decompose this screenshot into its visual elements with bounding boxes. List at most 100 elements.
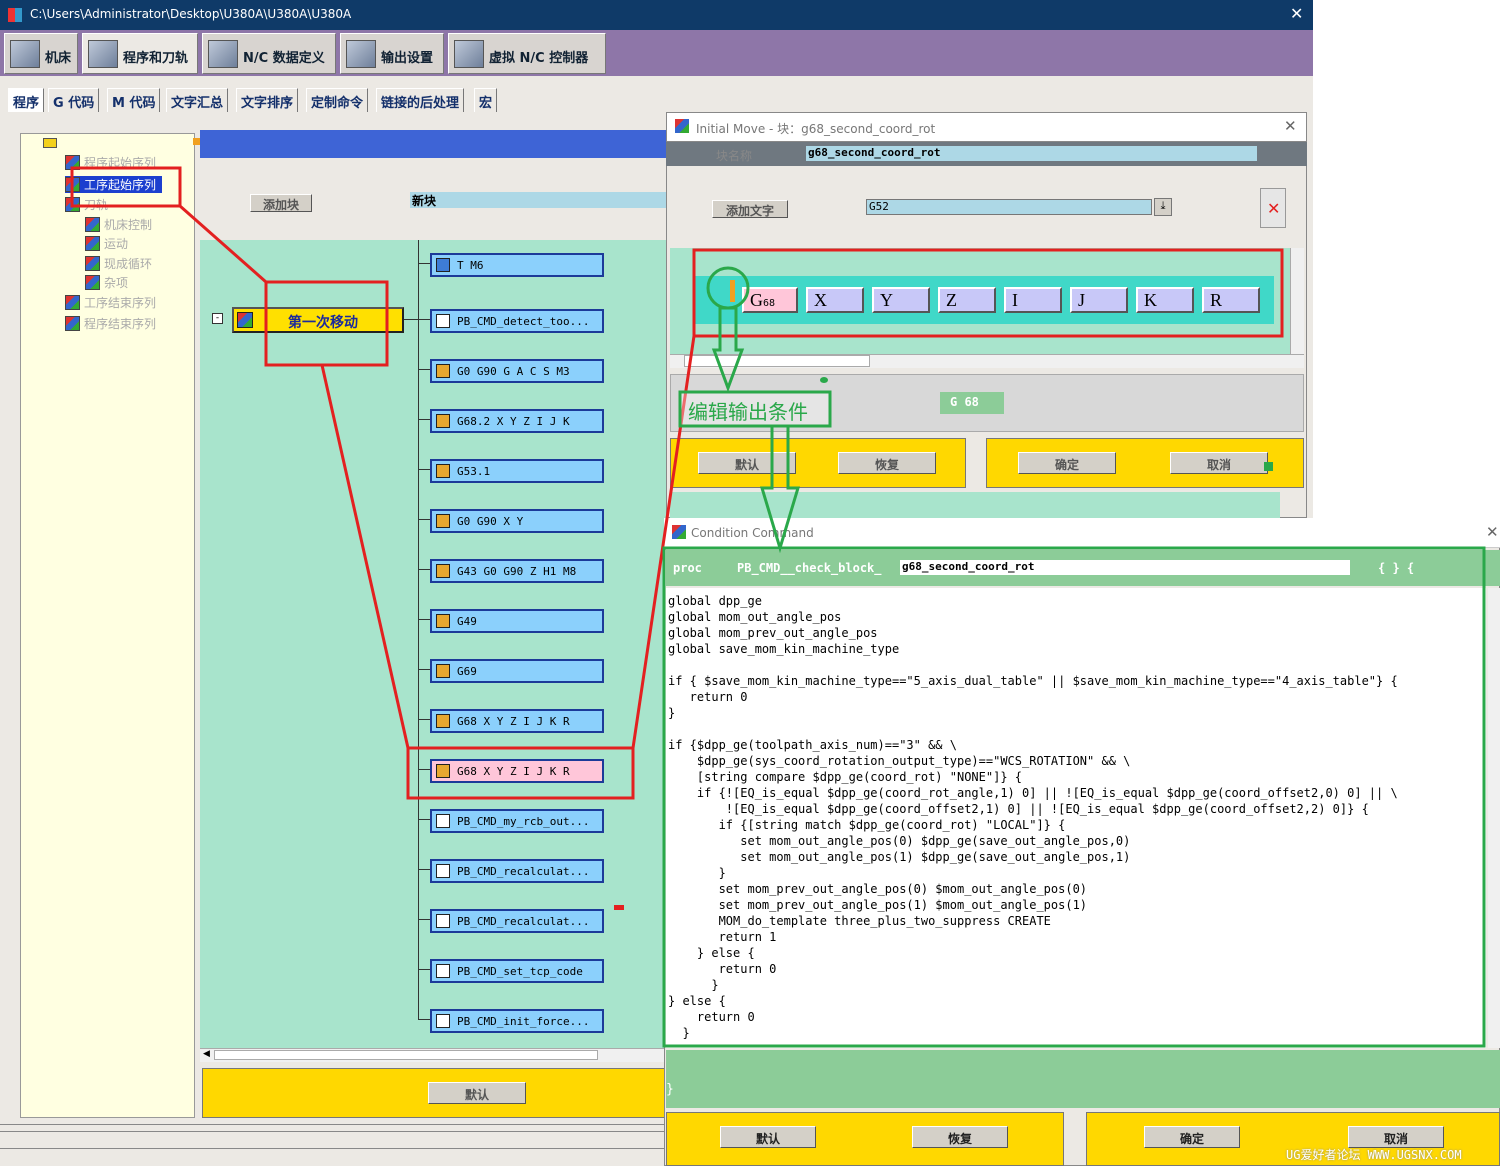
tree-item-program-end[interactable]: 程序结束序列 (65, 315, 156, 332)
block-item[interactable]: PB_CMD_recalculat... (430, 909, 604, 933)
window-title: C:\Users\Administrator\Desktop\U380A\U38… (30, 7, 352, 21)
tree-item-operation-end[interactable]: 工序结束序列 (65, 294, 156, 311)
connector-line (418, 669, 430, 670)
block-item[interactable]: T M6 (430, 253, 604, 277)
block-item[interactable]: G69 (430, 659, 604, 683)
tab-nc-data[interactable]: N/C 数据定义 (202, 33, 336, 74)
block-label: G0 G90 G A C S M3 (457, 365, 570, 378)
block-item[interactable]: G43 G0 G90 Z H1 M8 (430, 559, 604, 583)
tree-item-machine-control[interactable]: 机床控制 (85, 216, 152, 233)
collapse-toggle[interactable]: - (212, 313, 223, 324)
add-word-button[interactable]: 添加文字 (712, 200, 788, 218)
code-line: } (668, 866, 726, 880)
code-editor[interactable] (666, 588, 1486, 1048)
add-word-select[interactable]: G52 (866, 199, 1152, 215)
canvas-strip (670, 492, 1280, 518)
address-k[interactable]: K (1136, 287, 1194, 313)
address-g[interactable]: G68 (742, 287, 798, 313)
proc-name-field[interactable]: g68_second_coord_rot (900, 560, 1350, 575)
address-r[interactable]: R (1202, 287, 1260, 313)
block-label: PB_CMD_recalculat... (457, 915, 590, 928)
block-item[interactable]: PB_CMD_init_force... (430, 1009, 604, 1033)
cancel-button[interactable]: 取消 (1170, 452, 1268, 474)
address-j[interactable]: J (1070, 287, 1128, 313)
tab-program[interactable]: 程序 (8, 88, 45, 112)
tab-linked-post[interactable]: 链接的后处理 (376, 88, 465, 112)
tree-item-misc[interactable]: 杂项 (85, 274, 128, 291)
ok-button[interactable]: 确定 (1144, 1126, 1240, 1148)
tab-word-order[interactable]: 文字排序 (236, 88, 299, 112)
annotation-label: 编辑输出条件 (688, 400, 808, 424)
block-item[interactable]: G68 X Y Z I J K R (430, 709, 604, 733)
vertical-scrollbar[interactable] (1488, 588, 1500, 1048)
scrollbar-thumb[interactable] (214, 1050, 598, 1060)
annotation-line (320, 364, 410, 749)
code-line: set mom_out_angle_pos(1) $dpp_ge(save_ou… (668, 850, 1131, 864)
tree-item-canned-cycle[interactable]: 现成循环 (85, 255, 152, 272)
tab-machine[interactable]: 机床 (4, 33, 78, 74)
block-item[interactable]: PB_CMD_detect_too... (430, 309, 604, 333)
tab-program-toolpath[interactable]: 程序和刀轨 (82, 33, 198, 74)
folder-icon (43, 138, 57, 148)
block-label: PB_CMD_set_tcp_code (457, 965, 583, 978)
tab-macro[interactable]: 宏 (474, 88, 498, 112)
tab-word-summary[interactable]: 文字汇总 (166, 88, 229, 112)
address-z[interactable]: Z (938, 287, 996, 313)
add-block-button[interactable]: 添加块 (250, 194, 312, 212)
default-button[interactable]: 默认 (428, 1082, 526, 1104)
block-label: G53.1 (457, 465, 491, 478)
code-line: if { $save_mom_kin_machine_type=="5_axis… (668, 674, 1398, 688)
marker (193, 138, 200, 145)
connector-line (418, 263, 430, 264)
code-line: return 0 (668, 690, 748, 704)
block-item[interactable]: PB_CMD_my_rcb_out... (430, 809, 604, 833)
vertical-scrollbar[interactable] (1290, 248, 1304, 354)
address-y[interactable]: Y (872, 287, 930, 313)
block-item[interactable]: G68.2 X Y Z I J K (430, 409, 604, 433)
event-label: 第一次移动 (288, 315, 358, 331)
code-line: MOM_do_template three_plus_two_suppress … (668, 914, 1051, 928)
tree-item-operation-start[interactable]: 工序起始序列 (65, 176, 163, 193)
app-icon (672, 525, 686, 539)
block-icon (436, 414, 450, 428)
cancel-button[interactable]: 取消 (1348, 1126, 1444, 1148)
default-button[interactable]: 默认 (720, 1126, 816, 1148)
trash-icon[interactable]: ✕ (1260, 188, 1286, 228)
block-name-field[interactable]: g68_second_coord_rot (806, 146, 1257, 161)
ok-button[interactable]: 确定 (1018, 452, 1116, 474)
close-icon[interactable]: ✕ (1290, 4, 1304, 23)
block-label: G49 (457, 615, 477, 628)
scrollbar-thumb[interactable] (684, 355, 870, 367)
download-icon[interactable]: ⤓ (1154, 198, 1172, 216)
event-node-first-move[interactable]: 第一次移动 (232, 307, 404, 333)
block-item[interactable]: PB_CMD_set_tcp_code (430, 959, 604, 983)
tab-custom-command[interactable]: 定制命令 (306, 88, 369, 112)
connector-line (418, 240, 419, 1020)
scroll-left-icon[interactable]: ◀ (203, 1049, 210, 1059)
restore-button[interactable]: 恢复 (838, 452, 936, 474)
delete-x-icon: ✕ (1267, 199, 1281, 218)
new-block-select[interactable]: 新块 (410, 192, 666, 208)
block-item[interactable]: G68 X Y Z I J K R (430, 759, 604, 783)
address-i[interactable]: I (1004, 287, 1062, 313)
block-item[interactable]: G0 G90 X Y (430, 509, 604, 533)
tab-virtual-nc[interactable]: 虚拟 N/C 控制器 (448, 33, 606, 74)
block-item[interactable]: PB_CMD_recalculat... (430, 859, 604, 883)
tab-m-code[interactable]: M 代码 (107, 88, 161, 112)
tab-output-settings[interactable]: 输出设置 (340, 33, 444, 74)
address-x[interactable]: X (806, 287, 864, 313)
close-icon[interactable]: ✕ (1486, 523, 1499, 541)
connector-line (418, 1019, 430, 1020)
block-item[interactable]: G53.1 (430, 459, 604, 483)
block-item[interactable]: G49 (430, 609, 604, 633)
tab-g-code[interactable]: G 代码 (48, 88, 100, 112)
connector-line (418, 969, 430, 970)
machine-icon (10, 40, 40, 68)
block-item[interactable]: G0 G90 G A C S M3 (430, 359, 604, 383)
printer-icon (346, 40, 376, 68)
restore-button[interactable]: 恢复 (912, 1126, 1008, 1148)
close-icon[interactable]: ✕ (1284, 117, 1297, 135)
tree-item-motion[interactable]: 运动 (85, 235, 128, 252)
tree-label: 杂项 (104, 276, 129, 290)
